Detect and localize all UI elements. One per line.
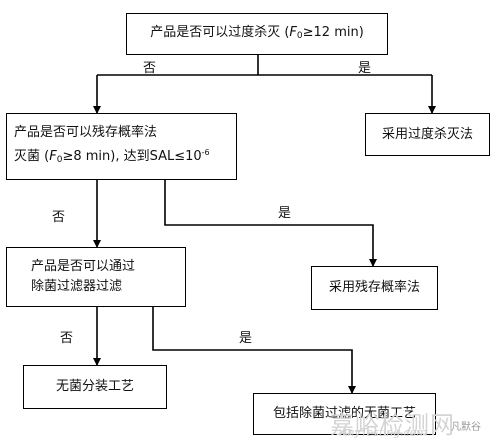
result-aseptic-filling: 无菌分装工艺 (23, 365, 167, 409)
question-overkill-text: 产品是否可以过度杀灭 (F0≥12 min) (150, 24, 364, 41)
label-yes-1: 是 (358, 61, 372, 76)
question-bioburden-line1: 产品是否可以残存概率法 (14, 125, 158, 140)
label-yes-2: 是 (278, 206, 292, 221)
question-filtration-line1: 产品是否可以通过 (31, 259, 136, 274)
question-bioburden: 产品是否可以残存概率法 灭菌 (F0≥8 min), 达到SAL≤10-6 (6, 113, 237, 180)
result-overkill: 采用过度杀灭法 (365, 113, 490, 156)
question-bioburden-line2: 灭菌 (F0≥8 min), 达到SAL≤10-6 (14, 148, 210, 165)
label-no-1: 否 (143, 61, 157, 76)
result-aseptic-with-filtration: 包括除菌过滤的无菌工艺 (253, 393, 436, 435)
watermark-main: 嘉峪检测网 (330, 411, 455, 439)
arrow-q2-yes (164, 180, 377, 267)
result-overkill-text: 采用过度杀灭法 (381, 126, 473, 142)
question-overkill: 产品是否可以过度杀灭 (F0≥12 min) (126, 13, 388, 55)
question-filtration-line2: 除菌过滤器过滤 (31, 279, 123, 294)
result-bioburden-text: 采用残存概率法 (328, 280, 420, 295)
watermark-badge: 凡默谷 (451, 422, 481, 433)
arrow-q3-yes (152, 307, 356, 394)
watermark-url: AnyTesting.com (340, 426, 428, 439)
question-sterile-filtration: 产品是否可以通过 除菌过滤器过滤 (6, 247, 186, 307)
label-no-3: 否 (60, 331, 74, 346)
label-no-2: 否 (52, 210, 66, 225)
label-yes-3: 是 (239, 331, 253, 346)
result-aseptic-with-filtration-text: 包括除菌过滤的无菌工艺 (272, 406, 416, 421)
result-aseptic-filling-text: 无菌分装工艺 (55, 379, 134, 394)
result-bioburden: 采用残存概率法 (311, 266, 438, 310)
